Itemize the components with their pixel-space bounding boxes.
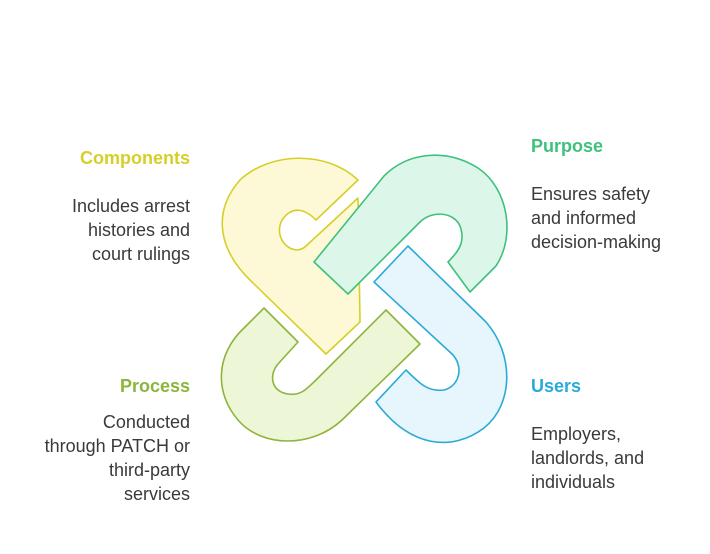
purpose-desc-line: Ensures safety	[531, 184, 651, 204]
process-desc-line: third-party	[108, 460, 190, 480]
process-desc-line: through PATCH or	[44, 436, 190, 456]
purpose-desc-line: decision-making	[531, 232, 662, 252]
components-desc-line: Includes arrest	[71, 196, 190, 216]
purpose-link	[313, 154, 508, 295]
users-desc-line: Employers,	[531, 424, 622, 444]
users-desc-line: landlords, and	[531, 448, 645, 468]
purpose-desc-line: and informed	[531, 208, 637, 228]
components-title: Components	[80, 148, 190, 168]
users-desc-line: individuals	[531, 472, 616, 492]
users-description: Employers, landlords, and individuals	[531, 422, 701, 494]
process-title: Process	[119, 376, 190, 396]
process-description: Conducted through PATCH or third-party s…	[0, 410, 190, 506]
process-desc-line: Conducted	[102, 412, 190, 432]
components-desc-line: court rulings	[91, 244, 190, 264]
process-link	[220, 307, 421, 442]
purpose-title: Purpose	[531, 136, 604, 156]
purpose-description: Ensures safety and informed decision-mak…	[531, 182, 701, 254]
process-desc-line: services	[123, 484, 190, 504]
components-description: Includes arrest histories and court ruli…	[0, 194, 190, 266]
components-link	[221, 157, 361, 355]
components-desc-line: histories and	[87, 220, 190, 240]
users-title: Users	[531, 376, 582, 396]
users-link	[373, 245, 508, 444]
